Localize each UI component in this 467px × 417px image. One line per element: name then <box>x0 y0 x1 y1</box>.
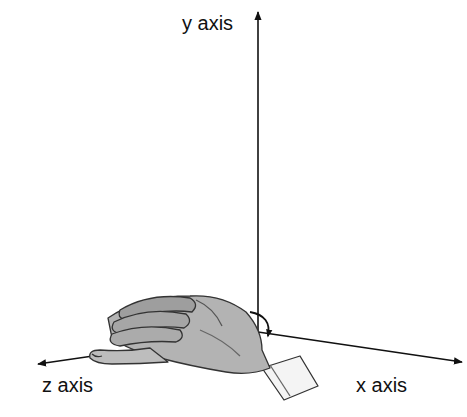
axis-label: z axis <box>42 374 93 396</box>
axis-label: x axis <box>356 374 407 396</box>
y-axis-line <box>257 12 259 332</box>
right-hand <box>90 296 318 400</box>
axis-label: y axis <box>182 12 233 34</box>
x-axis-line <box>258 332 462 362</box>
